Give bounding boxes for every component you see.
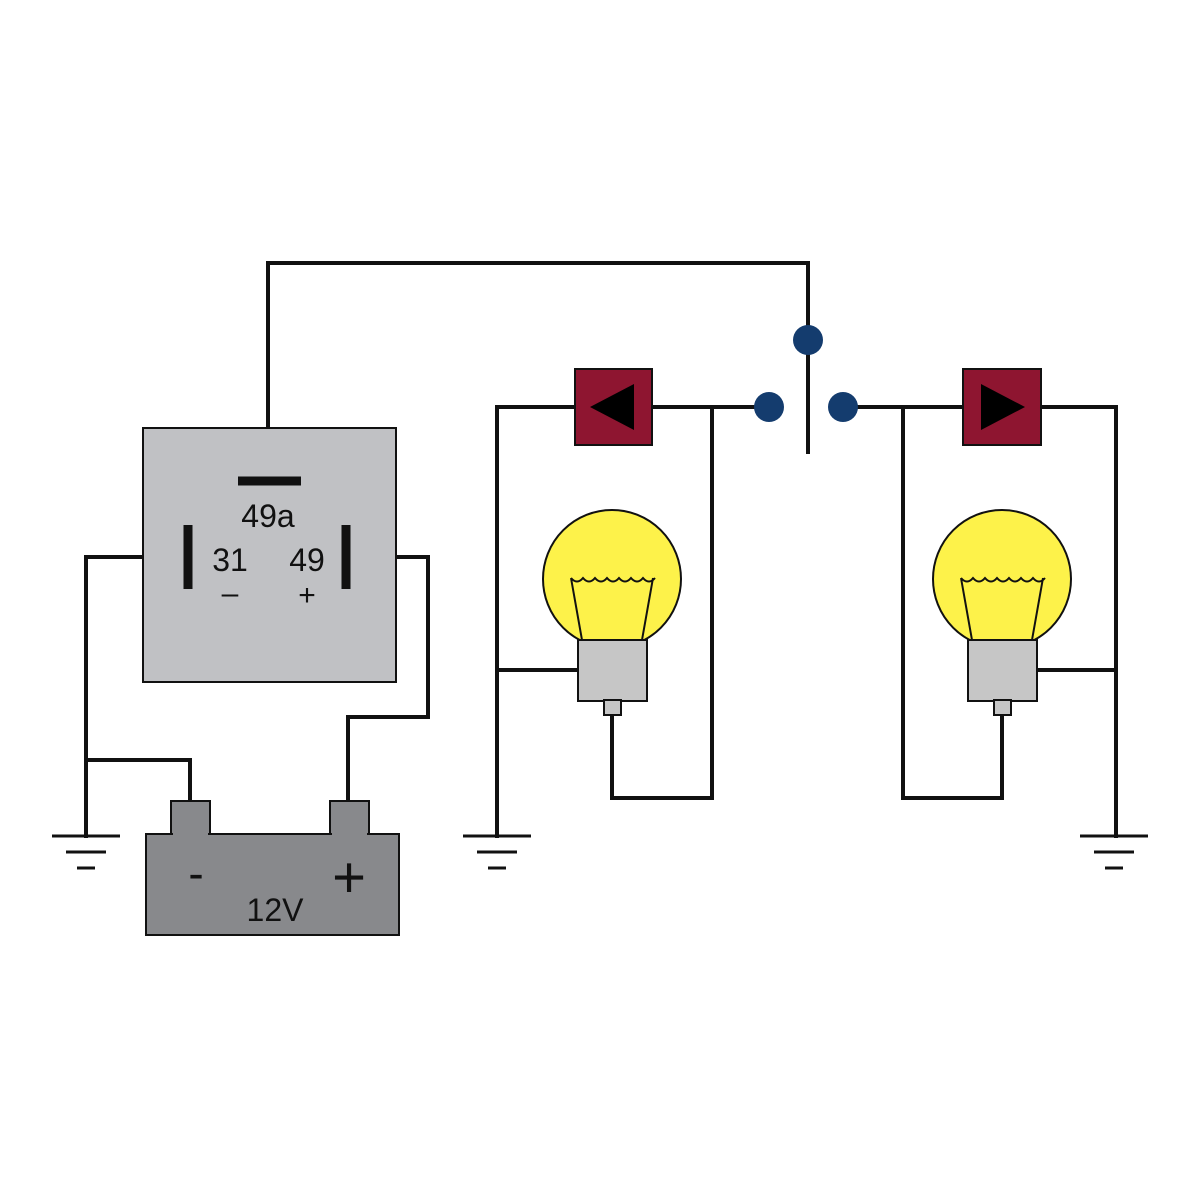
ground-icon — [52, 834, 120, 870]
turn-signal-switch — [754, 325, 858, 422]
label-terminal-31-sign: – — [222, 577, 239, 610]
wire-ground-to-battery-negative — [84, 758, 192, 804]
switch-contact-left — [754, 392, 784, 422]
battery-voltage-label: 12V — [247, 892, 305, 928]
bulb-contact — [603, 699, 622, 716]
ground-icon — [463, 834, 531, 870]
wire-right-lamp-return — [901, 405, 1004, 800]
label-terminal-31: 31 — [212, 542, 248, 578]
label-terminal-49: 49 — [289, 542, 325, 578]
battery-body — [145, 833, 400, 936]
bulb-base — [577, 639, 648, 702]
light-bulb-icon — [932, 509, 1072, 649]
label-terminal-49-sign: + — [298, 579, 316, 612]
relay-body — [142, 427, 397, 683]
switch-contact-right — [828, 392, 858, 422]
wire-left-lamp-return — [610, 405, 714, 800]
battery-negative-label: - — [188, 847, 203, 899]
wire-left-ground-to-indicator — [495, 405, 577, 838]
wire-49-to-battery-positive — [344, 555, 430, 804]
wire-49a-to-switch — [266, 261, 810, 482]
wire-right-indicator-to-ground — [1040, 405, 1118, 838]
arrow-right-icon — [981, 384, 1025, 430]
battery: - + 12V — [145, 800, 400, 936]
light-bulb-icon — [542, 509, 682, 649]
bulb-filament — [570, 576, 656, 641]
left-indicator — [574, 368, 653, 446]
bulb-filament — [960, 576, 1046, 641]
label-terminal-49a: 49a — [241, 498, 295, 534]
flasher-relay: 49a 31 – 49 + — [142, 427, 397, 683]
battery-positive-label: + — [332, 845, 366, 910]
right-indicator — [962, 368, 1042, 446]
switch-contact-common — [793, 325, 823, 355]
ground-icon — [1080, 834, 1148, 870]
arrow-left-icon — [590, 384, 634, 430]
right-lamp — [932, 509, 1072, 716]
left-lamp — [542, 509, 682, 716]
bulb-contact — [993, 699, 1012, 716]
bulb-base — [967, 639, 1038, 702]
